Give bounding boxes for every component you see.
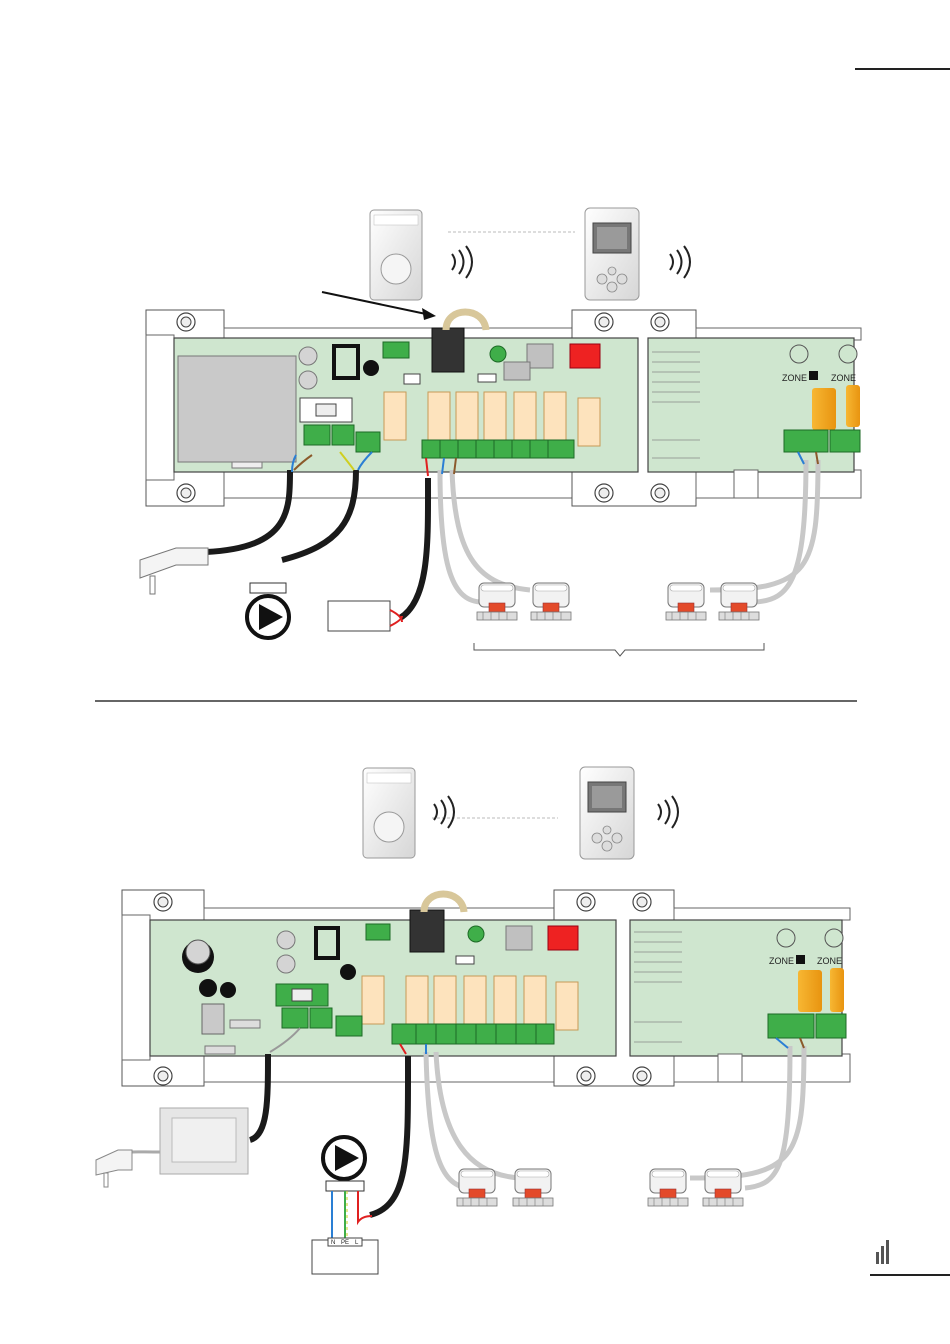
pump-icon	[323, 1137, 372, 1240]
sensor-cable	[400, 478, 428, 618]
junction-box: N PE L	[312, 1238, 378, 1274]
actuator-icon	[531, 583, 571, 620]
pump-terminal	[356, 432, 380, 452]
zone-module	[830, 968, 844, 1012]
zone-label: ZONE	[831, 373, 856, 383]
zone-module	[846, 385, 860, 427]
actuator-icon	[513, 1169, 553, 1206]
dial-thermostat	[370, 210, 422, 300]
actuator-icon	[477, 583, 517, 620]
red-button	[570, 344, 600, 368]
brand-logo-icon	[876, 1240, 889, 1264]
antenna-module	[410, 910, 444, 952]
terminal-label: PE	[341, 1240, 349, 1246]
actuator-icon	[719, 583, 759, 620]
wireless-waves-icon	[434, 796, 454, 828]
sensor-box	[328, 601, 402, 631]
antenna-module	[432, 328, 464, 372]
actuator-icon	[666, 583, 706, 620]
terminal-label: N	[331, 1240, 335, 1246]
pump-icon	[247, 583, 289, 638]
zone-terminal	[830, 430, 860, 452]
zone-terminal	[784, 430, 828, 452]
zone-terminal	[816, 1014, 846, 1038]
zone-module	[812, 388, 836, 430]
wireless-waves-icon	[670, 246, 690, 278]
zone-label: ZONE	[769, 956, 794, 966]
bottom-diagram: ZONE ZONE	[96, 767, 850, 1274]
zone-label: ZONE	[782, 373, 807, 383]
power-supply-icon	[96, 1108, 248, 1187]
actuator-icon	[648, 1169, 688, 1206]
wireless-waves-icon	[658, 796, 678, 828]
zone-module	[798, 970, 822, 1012]
actuator-icon	[457, 1169, 497, 1206]
antenna	[446, 312, 486, 330]
display-thermostat	[585, 208, 639, 300]
top-diagram: ZONE ZONE	[140, 208, 861, 656]
red-button	[548, 926, 578, 950]
terminal-block	[366, 924, 390, 940]
wireless-waves-icon	[452, 246, 472, 278]
zone-terminal	[768, 1014, 814, 1038]
power-terminal	[282, 1008, 308, 1028]
power-terminal	[304, 425, 330, 445]
pump-terminal	[336, 1016, 362, 1036]
zone-label: ZONE	[817, 956, 842, 966]
actuator-terminal-strip	[422, 440, 574, 458]
power-plug-icon	[140, 548, 208, 594]
terminal-block	[383, 342, 409, 358]
actuator-icon	[703, 1169, 743, 1206]
actuator-group-bracket	[474, 643, 764, 656]
dial-thermostat	[363, 768, 415, 858]
display-thermostat	[580, 767, 634, 859]
pump-terminal	[332, 425, 354, 445]
transformer	[178, 356, 296, 462]
